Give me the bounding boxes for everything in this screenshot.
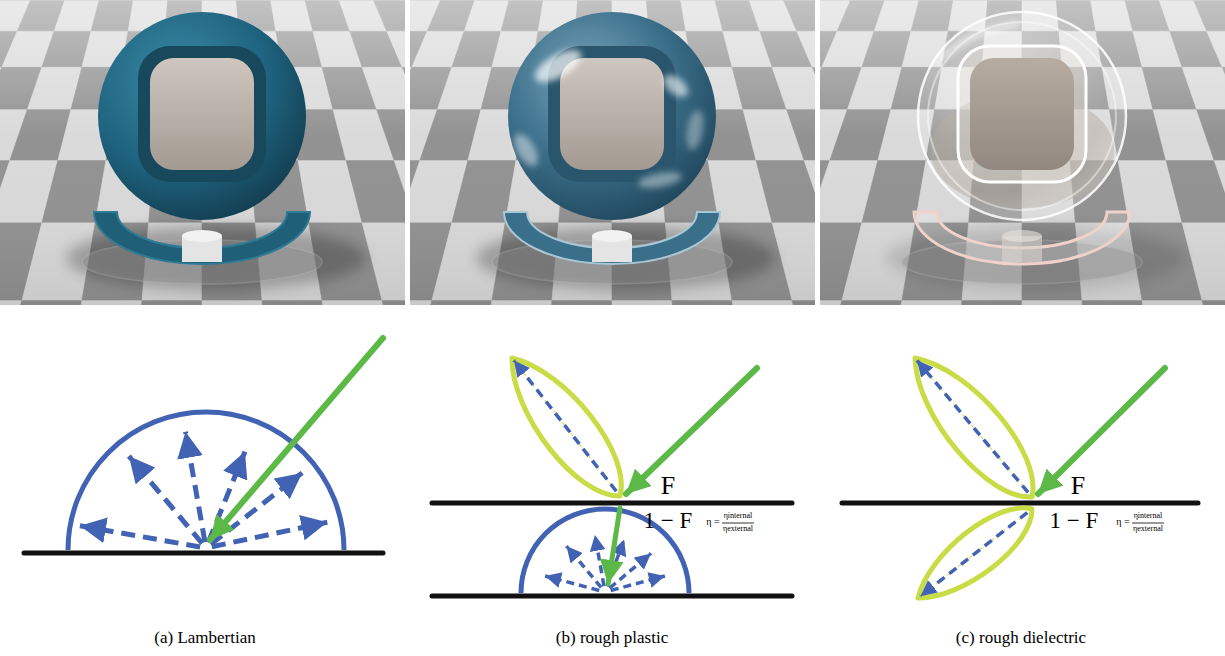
hole <box>150 58 254 170</box>
fresnel-label: F <box>1071 473 1085 499</box>
refracted-ray <box>608 508 620 584</box>
specular-highlight <box>509 130 543 170</box>
eta-denominator: ηexternal <box>1133 525 1163 533</box>
transmission-label: 1 − F <box>1050 509 1099 532</box>
scatter-arrow <box>80 526 200 547</box>
eta-symbol: η = <box>706 517 719 527</box>
render-ground <box>0 0 405 305</box>
stand-top <box>1002 230 1042 242</box>
render-ground <box>820 0 1225 305</box>
specular-highlight <box>660 71 692 101</box>
render-panel <box>820 0 1225 305</box>
incident-ray <box>1038 368 1165 494</box>
incident-ray <box>626 368 757 494</box>
scatter-arrow <box>212 522 327 547</box>
sphere <box>508 12 716 220</box>
specular-highlight <box>684 109 707 151</box>
scatter-arrow <box>186 432 205 542</box>
eta-symbol: η = <box>1116 517 1129 527</box>
subfigure-caption: (c) rough dielectric <box>956 629 1086 646</box>
eta-denominator: ηexternal <box>723 525 753 533</box>
interface-line <box>842 501 1198 506</box>
substrate-line <box>432 594 792 599</box>
lobe-arrow <box>514 360 616 491</box>
scatter-arrow <box>610 553 651 588</box>
floor-fade <box>820 0 1225 305</box>
lobe-outline <box>918 508 1032 598</box>
floor-fade <box>0 0 405 305</box>
cradle-wing <box>914 212 1130 264</box>
stand-top <box>182 230 222 242</box>
surface-line <box>24 551 383 556</box>
fresnel-label: F <box>661 473 675 499</box>
lobe-axis <box>514 360 616 491</box>
lobe-arrow <box>920 513 1027 596</box>
hole-frame <box>138 46 266 182</box>
scatter-arrow <box>595 535 604 586</box>
eta-numerator: ηinternal <box>724 512 753 520</box>
lobe-arrow <box>917 360 1028 492</box>
sphere <box>98 12 306 220</box>
cradle-wing <box>504 212 720 264</box>
sphere <box>918 12 1126 220</box>
lobe-axis <box>920 513 1027 596</box>
scatter-arrow <box>611 576 665 590</box>
fraction-bar <box>1132 523 1164 524</box>
floor-fade <box>410 0 815 305</box>
specular-highlight <box>530 43 586 88</box>
render-panel <box>410 0 815 305</box>
cradle-wing <box>94 212 310 264</box>
glass-highlight <box>940 24 1020 60</box>
render-panel <box>0 0 405 305</box>
interface-line <box>432 501 792 506</box>
lobe-outline <box>915 358 1033 497</box>
glass-rim <box>928 22 1116 210</box>
subfigure-caption: (b) rough plastic <box>556 629 668 646</box>
hole <box>560 58 664 170</box>
transmission-label: 1 − F <box>644 509 693 532</box>
scatter-arrow <box>566 546 601 587</box>
hole-frame <box>958 46 1086 182</box>
stand-top <box>592 230 632 242</box>
subfigure-caption: (a) Lambertian <box>154 629 255 646</box>
lobe-outline <box>512 358 621 496</box>
eta-numerator: ηinternal <box>1134 512 1163 520</box>
incident-ray <box>210 338 383 540</box>
hole <box>970 58 1074 170</box>
render-ground <box>410 0 815 305</box>
lobe-axis <box>917 360 1028 492</box>
fraction-bar <box>722 523 754 524</box>
specular-highlight <box>637 169 683 190</box>
